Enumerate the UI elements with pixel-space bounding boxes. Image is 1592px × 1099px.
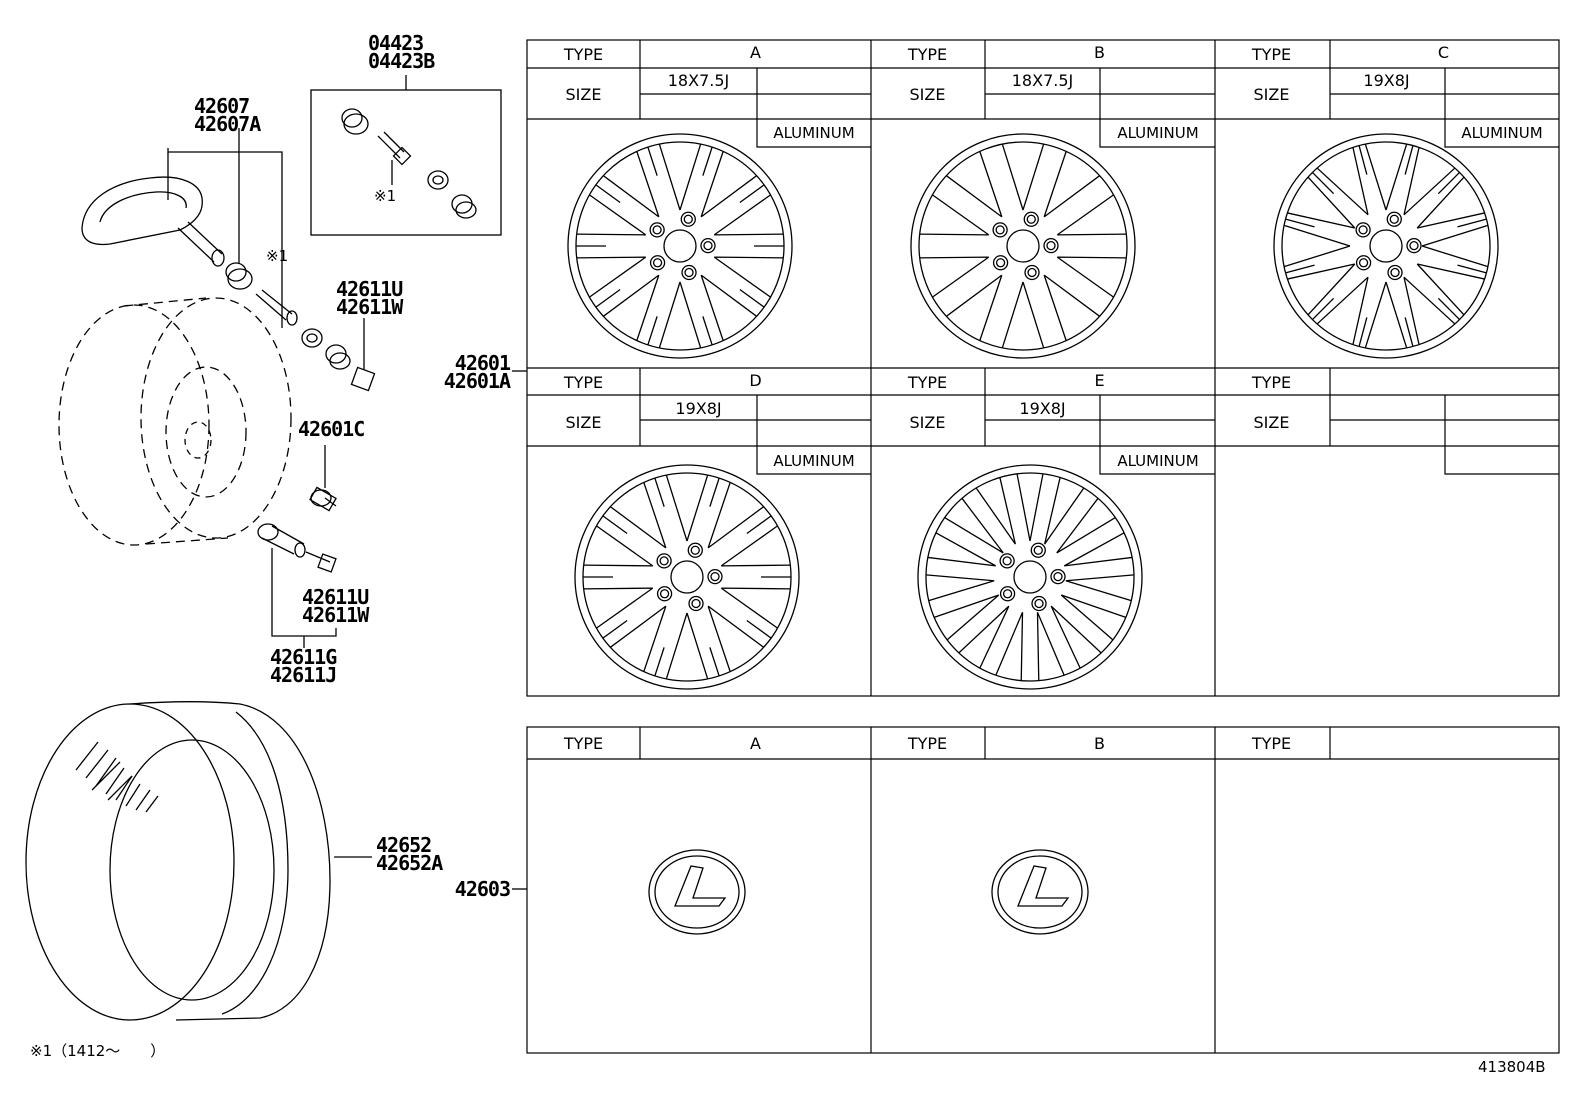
callout-valve-kit-1: 04423 [368,31,424,55]
callout-tire-1: 42652 [376,833,432,857]
size-label: SIZE [1253,85,1290,104]
cap-table-grid [526,726,1560,1054]
cap-type-value: A [750,734,761,753]
callout-wheel-2: 42601A [443,369,511,393]
emblem-drawings [648,849,1089,935]
wheel-dashed-outline [58,297,292,546]
size-label: SIZE [1253,413,1290,432]
size-value: 18X7.5J [1011,71,1074,90]
valve-cap-upper-drawing [350,318,376,392]
lexus-emblem-cap-a [648,849,746,935]
cap-type-label: TYPE [1251,734,1292,753]
callout-cap-upper-1: 42611U [336,277,403,301]
callout-cap-lower-2: 42611W [302,603,369,627]
tpms-sensor-drawing [81,128,351,370]
size-label: SIZE [565,85,602,104]
callout-cap-lower-1: 42611U [302,585,369,609]
type-label: TYPE [1251,373,1292,392]
callout-wheel-1: 42601 [454,351,511,375]
lexus-emblem-cap-b [991,849,1089,935]
kit-marker-label: ※1 [374,187,397,205]
valve-stem-drawing [257,445,337,648]
wheel-drawings [567,133,1499,690]
callout-tire-2: 42652A [376,851,443,875]
callout-valve-kit-2: 04423B [368,49,435,73]
valve-kit-box [310,75,502,236]
diagram-id: 413804B [1478,1058,1546,1076]
type-label: TYPE [563,45,604,64]
type-value: D [749,371,762,390]
cap-type-value: B [1094,734,1105,753]
size-value: 19X8J [675,399,722,418]
size-label: SIZE [909,85,946,104]
type-label: TYPE [563,373,604,392]
type-value: B [1094,43,1105,62]
callout-center-cap: 42603 [454,877,511,901]
cap-type-label: TYPE [563,734,604,753]
type-value: A [750,43,761,62]
material-label: ALUMINUM [773,124,855,142]
type-value: E [1094,371,1105,390]
wheel-e-drawing [917,464,1143,690]
type-value: C [1437,43,1450,62]
size-label: SIZE [565,413,602,432]
callout-stem-2: 42611J [270,663,337,687]
size-value: 19X8J [1363,71,1410,90]
tire-drawing [25,701,372,1021]
material-label: ALUMINUM [1117,124,1199,142]
type-label: TYPE [1251,45,1292,64]
type-label: TYPE [907,373,948,392]
wheel-b-drawing [910,133,1136,359]
callout-tpms-2: 42607A [194,112,261,136]
wheel-c-drawing [1273,133,1499,359]
material-label: ALUMINUM [773,452,855,470]
size-label: SIZE [909,413,946,432]
cap-type-label: TYPE [907,734,948,753]
material-label: ALUMINUM [1461,124,1543,142]
type-label: TYPE [907,45,948,64]
footnote: ※1（1412～ ） [30,1042,166,1060]
size-value: 18X7.5J [667,71,730,90]
wheel-a-drawing [567,133,793,359]
material-label: ALUMINUM [1117,452,1199,470]
callout-valve-core: 42601C [298,417,365,441]
tpms-marker-label: ※1 [266,247,289,265]
wheel-d-drawing [574,464,800,690]
callout-cap-upper-2: 42611W [336,295,403,319]
callout-tpms-1: 42607 [194,94,250,118]
callout-stem-1: 42611G [270,645,337,669]
size-value: 19X8J [1019,399,1066,418]
wheel-table-grid [526,39,1560,697]
